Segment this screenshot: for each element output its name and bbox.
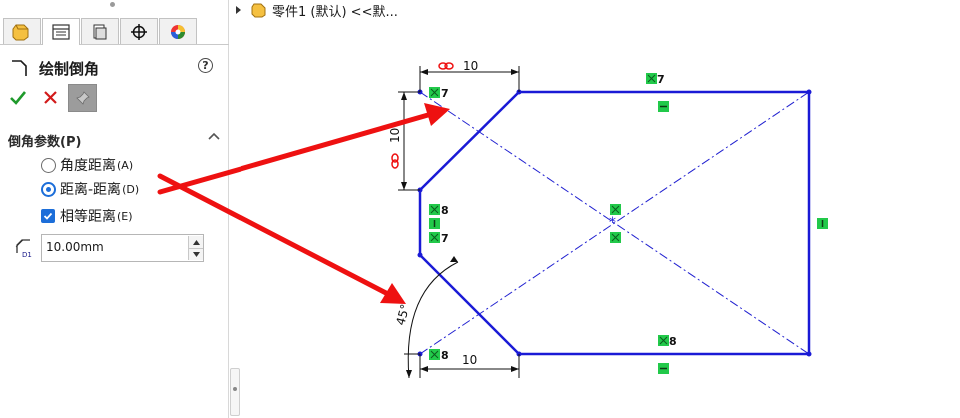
distance-input[interactable] [46,240,182,254]
relation-badge-bottom-edge[interactable]: 8 [658,335,677,348]
dimension-angle[interactable] [404,256,459,379]
check-icon [43,212,53,220]
horizontal-badge-bottom[interactable] [658,363,669,374]
vertical-badge-right[interactable] [817,218,828,229]
spin-down-button[interactable] [188,248,203,260]
distance-d1-icon: D1 [15,239,32,259]
distance-distance-label: 距离-距离 [60,182,122,198]
tab-configuration-manager[interactable] [81,18,119,44]
option-distance-distance[interactable]: 距离-距离 (D) [41,179,139,199]
link-icon-left [391,153,399,169]
relation-badge-left-upper[interactable]: 8 [429,204,449,217]
chamfered-rectangle[interactable] [418,90,811,356]
equal-distance-label: 相等距离 [60,209,116,225]
feature-tree-header[interactable]: 零件1 (默认) <<默... [234,0,398,20]
option-angle-distance[interactable]: 角度距离 (A) [41,155,133,175]
vertical-badge-left[interactable] [429,218,440,229]
relation-badge-bottom-left[interactable]: 8 [429,349,449,362]
appearance-icon [171,24,185,39]
pin-icon [75,91,90,105]
chamfer-parameters-header[interactable]: 倒角参数(P) [8,135,82,150]
relation-top-corner-label: 7 [441,87,449,100]
sketch-points[interactable] [417,89,812,357]
spin-down-icon [192,252,200,257]
part-name: 零件1 (默认) <<默... [272,4,398,20]
dimension-bottom[interactable] [419,354,520,378]
manager-tabbar [0,18,229,45]
angle-distance-radio[interactable] [41,157,56,173]
expand-arrow-icon[interactable] [234,5,244,15]
relation-badge-top-edge[interactable]: 7 [646,73,665,86]
link-icon-top [438,62,454,70]
help-icon[interactable]: ? [198,58,213,73]
distance-field[interactable] [41,234,204,262]
configuration-icon [93,24,107,39]
vertex-left-lower[interactable] [417,252,423,258]
dimension-top-value[interactable]: 10 [463,59,478,73]
dimension-bottom-value[interactable]: 10 [462,353,477,367]
ok-button[interactable] [8,88,28,108]
relation-badge-center-upper[interactable] [610,204,621,215]
relation-left-upper-label: 8 [441,204,449,217]
angle-distance-label: 角度距离 [60,158,116,174]
feature-title: 绘制倒角 [39,60,100,78]
top-chamfer-edge[interactable] [419,91,520,191]
distance-distance-radio[interactable] [41,181,56,197]
splitter-grip[interactable] [230,368,240,416]
relation-bottom-left-label: 8 [441,349,449,362]
tab-feature-manager[interactable] [3,18,41,44]
dimension-top[interactable] [419,66,520,92]
part-icon [251,3,266,18]
bottom-chamfer-edge[interactable] [419,254,520,355]
relation-badge-center-lower[interactable] [610,232,621,243]
tab-display-manager[interactable] [159,18,197,44]
relation-left-lower-label: 7 [441,232,449,245]
spin-up-button[interactable] [188,236,203,248]
midpoint-marker: * [609,215,616,231]
chevron-up-icon[interactable] [207,131,221,141]
distance-distance-accel: (D) [122,182,140,196]
splitter-dot [233,387,237,391]
dimension-left-value[interactable]: 10 [388,128,402,143]
relation-badge-top-corner[interactable]: 7 [429,87,449,100]
d1-label: D1 [22,251,32,259]
dimension-left[interactable] [398,91,420,191]
equal-distance-accel: (E) [117,209,133,223]
cancel-button[interactable] [41,88,61,108]
annotation-arrow-to-bottom-chamfer [241,215,406,304]
angle-distance-accel: (A) [117,158,134,172]
part-icon [12,24,29,40]
tab-dimxpert[interactable] [120,18,158,44]
sketch-chamfer-icon [12,60,27,76]
horizontal-badge-top[interactable] [658,101,669,112]
equal-distance-checkbox[interactable] [41,209,55,223]
relation-badge-left-lower[interactable]: 7 [429,232,449,245]
construction-line-diagonal-2 [419,91,810,355]
vertex-top-right[interactable] [806,89,812,95]
dimension-angle-value[interactable]: 45° [393,303,412,327]
option-equal-distance[interactable]: 相等距离 (E) [41,206,133,226]
relation-top-edge-label: 7 [657,73,665,86]
vertex-bottom-right[interactable] [806,351,812,357]
crosshair-icon [131,23,147,40]
spin-up-icon [192,239,200,245]
panel-splitter[interactable] [229,0,241,418]
relation-bottom-edge-label: 8 [669,335,677,348]
property-manager-panel: 绘制倒角 ? 倒角参数(P) 角度距离 (A) 距离-距离 (D) 相等距离 (… [0,0,229,418]
annotation-arrow-to-top-chamfer [241,103,450,172]
tab-property-manager[interactable] [42,18,80,45]
sketch-canvas[interactable]: * 10 10 10 45° [241,0,960,418]
pin-button[interactable] [68,84,97,112]
property-list-icon [52,24,70,40]
panel-grip[interactable] [110,2,115,7]
